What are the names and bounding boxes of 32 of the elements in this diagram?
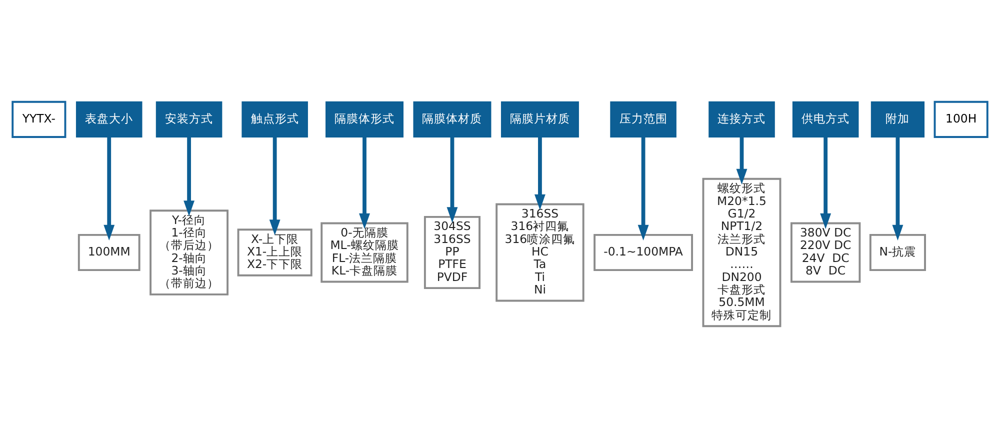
node-box: 隔膜体材质	[413, 100, 492, 137]
node-box: Y-径向 1-径向 （带后边） 2-轴向 3-轴向 （带前边）	[150, 209, 229, 295]
node-box: 连接方式	[708, 100, 775, 137]
node-box: 压力范围	[610, 100, 676, 137]
node-box: X-上下限 X1-上上限 X2-下下限	[237, 228, 312, 276]
node-box: 螺纹形式 M20*1.5 G1/2 NPT1/2 法兰形式 DN15 …… DN200 卡盘形式 50.5MM 特殊可定制	[702, 177, 782, 327]
node-box: 0-无隔膜 ML-螺纹隔膜 FL-法兰隔膜 KL-卡盘隔膜	[320, 222, 408, 282]
arrow	[184, 136, 195, 216]
node-box: 304SS 316SS PP PTFE PVDF	[424, 215, 480, 289]
node-box: 隔膜体形式	[326, 100, 404, 137]
node-box: N-抗震	[869, 233, 926, 271]
node-box: 380V DC 220V DC 24V DC 8V DC	[790, 222, 861, 282]
arrow	[892, 136, 904, 240]
node-box: 100MM	[78, 233, 140, 271]
node-box: 316SS 316衬四氟 316喷涂四氟 HC Ta Ti Ni	[496, 202, 584, 302]
node-box: 隔膜片材质	[500, 100, 579, 137]
node-box: 供电方式	[792, 100, 859, 137]
arrow	[104, 136, 115, 240]
arrow	[638, 136, 649, 240]
arrow	[269, 136, 280, 235]
node-box: 安装方式	[156, 100, 222, 137]
arrow	[446, 136, 458, 222]
arrow	[534, 136, 546, 210]
node-box: -0.1~100MPA	[594, 233, 693, 271]
node-box: 表盘大小	[76, 100, 142, 137]
arrow	[736, 136, 748, 184]
node-box: YYTX-	[12, 100, 66, 138]
node-box: 触点形式	[242, 100, 308, 137]
node-box: 100H	[934, 100, 988, 138]
arrow	[820, 136, 832, 228]
node-box: 附加	[870, 100, 925, 137]
arrow	[359, 136, 370, 228]
